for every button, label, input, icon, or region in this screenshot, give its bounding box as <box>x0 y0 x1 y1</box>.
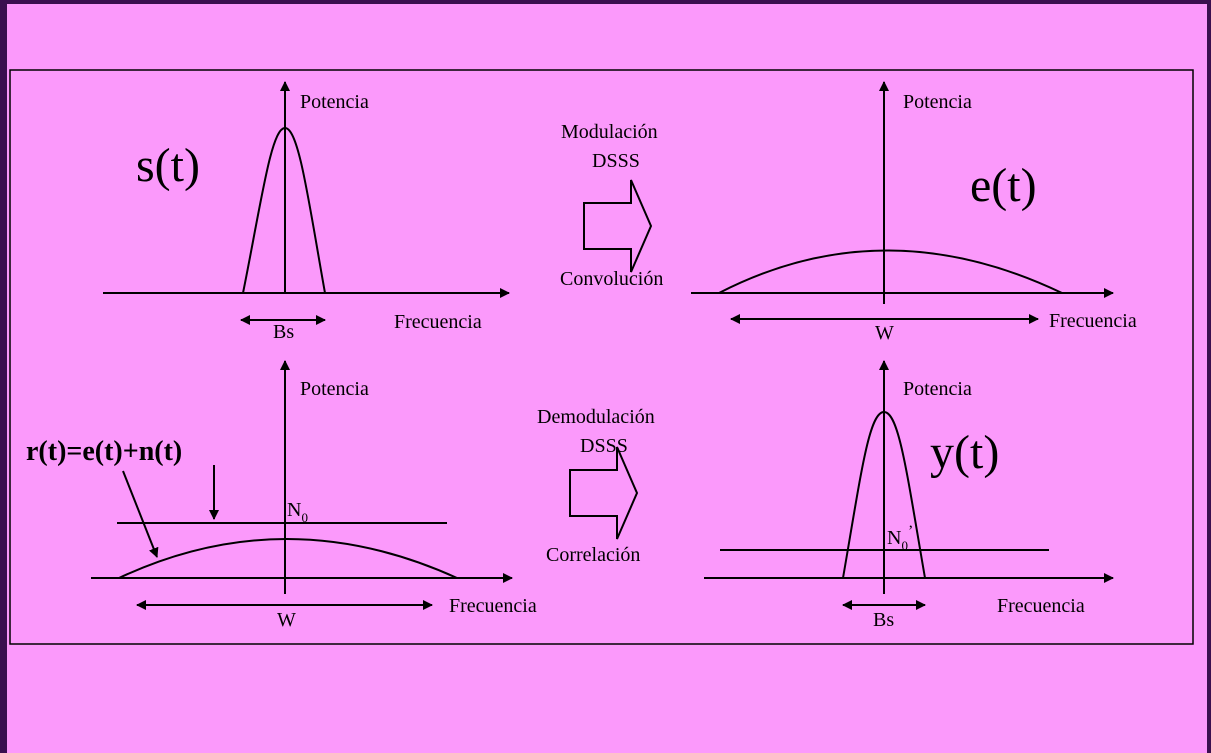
noise-density-label: N0 <box>287 499 308 525</box>
process-arrow-icon <box>569 446 639 540</box>
process-operation: Convolución <box>560 268 663 290</box>
panel-top-left: Potencia Frecuencia Bs s(t) <box>103 81 510 343</box>
process-arrow-icon <box>583 179 653 273</box>
signal-pointer-arrow <box>122 470 159 558</box>
bandwidth-label: Bs <box>873 609 894 631</box>
x-axis-label: Frecuencia <box>449 595 537 617</box>
process-technique: DSSS <box>592 150 640 172</box>
diagram-frame <box>9 69 1194 645</box>
slide-background: Potencia Frecuencia Bs s(t) Modulación D… <box>7 4 1207 753</box>
spread-spectrum-curve <box>718 249 1063 294</box>
process-bottom: Demodulación DSSS Correlación <box>537 406 655 566</box>
spread-spectrum-curve <box>118 538 458 579</box>
x-axis-label: Frecuencia <box>1049 310 1137 332</box>
narrowband-spectrum-curve <box>242 126 326 294</box>
signal-label: r(t)=e(t)+n(t) <box>26 436 182 467</box>
panel-bottom-left: Potencia Frecuencia W N0 r(t)=e(t)+n(t) <box>26 360 537 631</box>
process-technique: DSSS <box>580 435 628 457</box>
dsss-spectrum-diagram: Potencia Frecuencia Bs s(t) Modulación D… <box>9 69 1194 645</box>
process-name: Modulación <box>561 121 658 143</box>
y-axis-label: Potencia <box>903 378 972 400</box>
signal-label: e(t) <box>970 159 1037 212</box>
bandwidth-label: Bs <box>273 321 294 343</box>
panel-bottom-right: Potencia Frecuencia Bs N0’ y(t) <box>704 360 1114 631</box>
panel-top-right: Potencia Frecuencia W e(t) <box>691 81 1137 344</box>
bandwidth-label: W <box>875 322 894 344</box>
x-axis-label: Frecuencia <box>394 311 482 333</box>
y-axis-label: Potencia <box>300 91 369 113</box>
noise-density-label: N0’ <box>887 523 913 553</box>
signal-label: s(t) <box>136 139 200 192</box>
bandwidth-label: W <box>277 609 296 631</box>
process-top: Modulación DSSS Convolución <box>560 121 663 290</box>
y-axis-label: Potencia <box>903 91 972 113</box>
signal-label: y(t) <box>930 426 999 479</box>
process-operation: Correlación <box>546 544 640 566</box>
x-axis-label: Frecuencia <box>997 595 1085 617</box>
y-axis-label: Potencia <box>300 378 369 400</box>
process-name: Demodulación <box>537 406 655 428</box>
narrowband-spectrum-curve <box>842 410 926 579</box>
